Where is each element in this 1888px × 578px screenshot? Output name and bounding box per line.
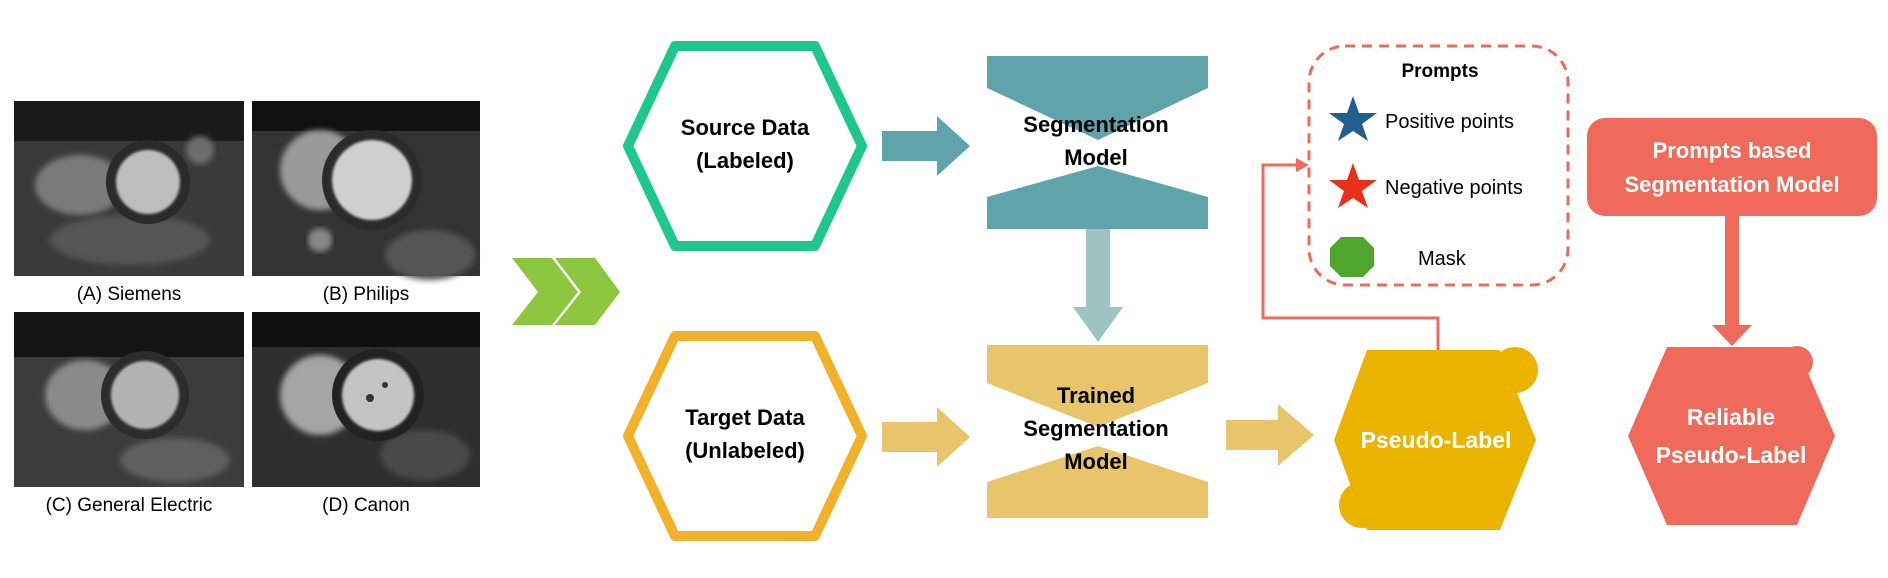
reliable-subtitle: Pseudo-Label bbox=[1656, 442, 1807, 468]
trained-model-title: Trained bbox=[1057, 383, 1135, 408]
arrow-trained-model-to-pseudo-label bbox=[1226, 404, 1314, 466]
prompts-mask-label: Mask bbox=[1418, 248, 1467, 270]
scanner-label-general-electric: (C) General Electric bbox=[46, 495, 213, 516]
prompts-title: Prompts bbox=[1401, 61, 1478, 82]
target-data-title: Target Data bbox=[685, 405, 805, 430]
prompt-based-model-title: Prompts based bbox=[1653, 138, 1812, 163]
prompts-negative-label: Negative points bbox=[1385, 177, 1523, 199]
pseudo-label-text: Pseudo-Label bbox=[1361, 427, 1512, 453]
mri-panel-siemens bbox=[14, 101, 244, 276]
prompts-box bbox=[1307, 44, 1570, 287]
reliable-title: Reliable bbox=[1687, 404, 1775, 430]
source-data-subtitle: (Labeled) bbox=[696, 148, 794, 173]
pseudo-label-shape bbox=[1334, 347, 1538, 530]
prompt-based-model-subtitle: Segmentation Model bbox=[1624, 172, 1839, 197]
trained-model-title-2: Segmentation bbox=[1023, 416, 1168, 441]
connector-arrowhead-icon bbox=[1296, 158, 1309, 172]
segmentation-model-shape-bottom bbox=[987, 166, 1208, 229]
mri-panel-general-electric bbox=[14, 312, 244, 487]
prompt-based-model-box bbox=[1587, 118, 1877, 216]
prompts-positive-label: Positive points bbox=[1385, 111, 1514, 133]
source-data-hexagon bbox=[623, 41, 867, 251]
segmentation-model-shape bbox=[987, 56, 1208, 140]
target-data-subtitle: (Unlabeled) bbox=[685, 438, 805, 463]
positive-point-star-icon bbox=[1329, 96, 1377, 141]
reliable-pseudo-label-shape bbox=[1628, 346, 1835, 525]
mask-octagon-icon bbox=[1330, 237, 1374, 277]
arrow-prompt-model-to-reliable bbox=[1712, 216, 1752, 346]
source-data-title: Source Data bbox=[681, 115, 810, 140]
segmentation-model-subtitle: Model bbox=[1064, 145, 1128, 170]
arrow-model-to-trained-model bbox=[1073, 229, 1123, 342]
scanner-label-siemens: (A) Siemens bbox=[77, 284, 182, 305]
segmentation-model-title: Segmentation bbox=[1023, 112, 1168, 137]
target-data-hexagon bbox=[623, 331, 867, 541]
double-chevron-icon bbox=[512, 258, 620, 325]
mri-panel-philips bbox=[252, 101, 480, 280]
arrow-target-to-trained-model bbox=[882, 407, 970, 467]
connector-pseudo-label-to-prompts bbox=[1261, 163, 1440, 350]
scanner-label-philips: (B) Philips bbox=[323, 284, 410, 305]
scanner-label-canon: (D) Canon bbox=[322, 495, 410, 516]
trained-model-subtitle: Model bbox=[1064, 449, 1128, 474]
trained-model-shape-bottom bbox=[987, 446, 1208, 518]
trained-model-shape-top bbox=[987, 345, 1208, 427]
mri-panel-canon bbox=[252, 312, 480, 487]
negative-point-star-icon bbox=[1329, 163, 1377, 208]
arrow-source-to-model bbox=[882, 116, 970, 176]
